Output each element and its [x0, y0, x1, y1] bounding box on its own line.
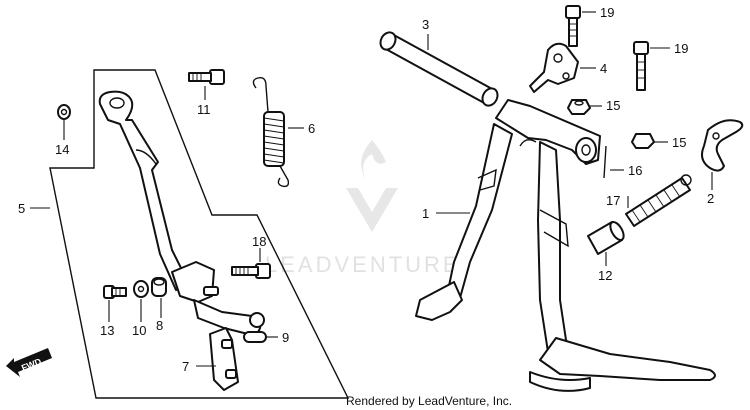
- callout-8: 8: [156, 318, 163, 333]
- part-14-nut: [57, 104, 71, 140]
- callout-14: 14: [55, 142, 69, 157]
- callout-12: 12: [598, 268, 612, 283]
- part-10-washer: [133, 280, 149, 322]
- callout-18: 18: [252, 234, 266, 249]
- callout-19-right: 19: [674, 41, 688, 56]
- part-1-main-stand: [415, 99, 716, 392]
- part-19-bolt-upper: [565, 5, 596, 47]
- watermark-flame-icon: [361, 140, 386, 180]
- part-4-bracket: [529, 42, 596, 93]
- callout-17: 17: [606, 193, 620, 208]
- callout-4: 4: [600, 61, 607, 76]
- watermark-text: LEADVENTURE: [265, 252, 461, 277]
- part-11-bolt: [188, 69, 225, 100]
- part-8-collar: [151, 277, 167, 318]
- part-13-bolt: [103, 285, 127, 322]
- callout-6: 6: [308, 121, 315, 136]
- callout-15-right: 15: [672, 135, 686, 150]
- side-stand-arm: [98, 90, 265, 336]
- callout-9: 9: [282, 330, 289, 345]
- part-17-spring: [625, 174, 692, 227]
- part-15-nut-right: [631, 133, 668, 149]
- part-12-collar: [587, 220, 625, 266]
- part-18-bolt: [231, 248, 271, 279]
- callout-16: 16: [628, 163, 642, 178]
- callout-7: 7: [182, 359, 189, 374]
- part-3-pivot-pipe: [379, 31, 499, 107]
- part-19-bolt-right: [633, 41, 670, 91]
- callout-13: 13: [100, 323, 114, 338]
- forward-direction-badge: FWD: [6, 348, 52, 377]
- side-stand-assembly-outline: [49, 69, 350, 399]
- callout-11: 11: [197, 102, 211, 117]
- callout-3: 3: [422, 17, 429, 32]
- footer-credit: Rendered by LeadVenture, Inc.: [346, 394, 513, 408]
- watermark-v-icon: [346, 188, 398, 232]
- part-6-spring: [252, 76, 304, 188]
- part-15-nut-upper: [567, 99, 602, 115]
- part-2-hook-plate: [701, 119, 744, 190]
- part-7-bracket: [196, 327, 239, 391]
- callout-labels: 1 2 3 4 5 6 7 8 9 10 11 12 13 14 15 15 1…: [18, 5, 714, 374]
- callout-1: 1: [422, 206, 429, 221]
- callout-5: 5: [18, 201, 25, 216]
- part-9-rubber: [243, 331, 278, 343]
- watermark: LEADVENTURE: [265, 140, 461, 277]
- callout-15-upper: 15: [606, 98, 620, 113]
- callout-2: 2: [707, 191, 714, 206]
- callout-19-upper: 19: [600, 5, 614, 20]
- callout-10: 10: [132, 323, 146, 338]
- part-16-pin: [603, 145, 624, 179]
